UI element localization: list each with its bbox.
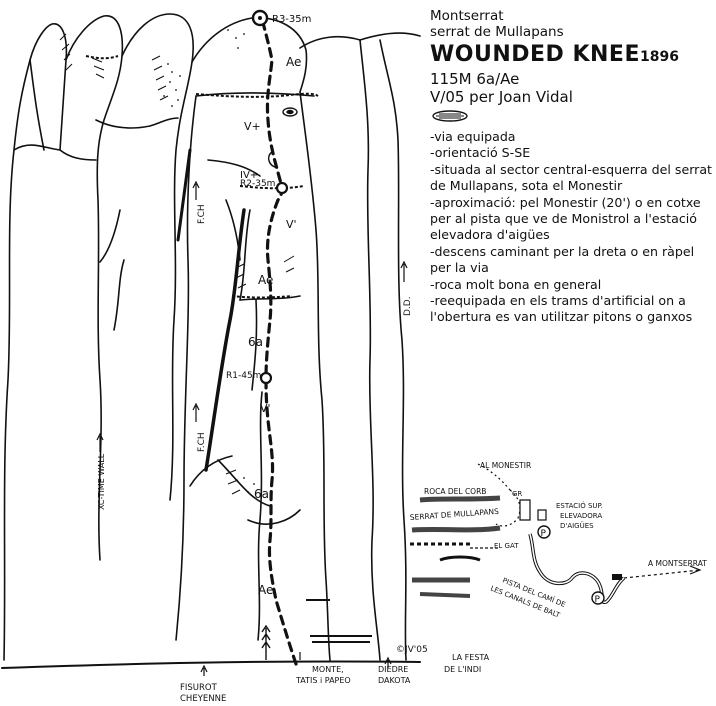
note-item: -roca molt bona en general [430,276,602,292]
bottom-label-festa: LA FESTA [452,653,490,662]
rock-outline-summit [191,17,308,93]
bottom-label-monte: MONTE, [312,665,344,674]
map-label-estacio-1: ESTACIÓ SUP. [556,501,603,510]
belay-r2-icon [275,181,289,195]
ground-line [1,660,421,669]
map-label-roca-del-corb: ROCA DEL CORB [424,487,486,496]
pitch-grade: V+ [244,120,261,133]
note-item: -reequipada en els trams d'artificial on… [430,293,693,325]
map-label-el-gat: EL GAT [494,542,519,550]
building-icon [537,509,622,580]
route-year: 1896 [639,49,679,65]
map-label-a-montserrat: A MONTSERRAT [648,559,707,568]
ledge-r2 [239,185,305,190]
belay-r2-label: R2-35m [240,179,275,189]
belay-r3-icon [251,9,269,27]
belay-r1-icon [259,371,273,385]
note-item: -orientació S-SE [430,145,531,161]
svg-text:P: P [541,529,547,539]
bottom-label-indi: DE L'INDI [444,665,481,674]
map-label-estacio-2: ELEVADORA [560,512,602,520]
bottom-label-fisurot: FISUROT [180,683,218,693]
route-name: WOUNDED KNEE [430,42,640,67]
pitch-grade: Ae [258,583,273,597]
route-title: WOUNDED KNEE1896 [430,42,714,70]
route-grade: 115M 6a/Ae [430,70,520,88]
map-label-serrat-mullapans: SERRAT DE MULLAPANS [410,507,500,522]
route-label-xc-wall: XC-TIME WALL [97,453,106,510]
belay-r3-label: R3-35m [272,14,311,25]
pitch-grade: Ae [258,273,273,287]
route-line [260,16,298,666]
location-sector: serrat de Mullapans [430,24,564,40]
fissure-cheyenne [204,208,246,472]
pitch-grade: Ae [286,55,301,69]
pitch-grade: 6a [248,335,263,349]
map-label-gr: GR [512,490,522,498]
map-label-al-monestir: AL MONESTIR [480,461,531,470]
rock-outline-left-pillar [3,23,68,661]
pitch-grade: IV+ [240,170,258,181]
svg-text:P: P [595,595,601,605]
note-item: -via equipada [430,129,516,144]
bottom-label-dakota: DAKOTA [378,676,411,685]
bottom-label-tatis: TATIS i PAPEO [295,676,351,685]
parking-icon: P [591,591,605,605]
pitch-grade: V' [260,402,271,415]
route-obligatory-grade: V/05 per Joan Vidal [430,88,573,106]
note-item: -aproximació: pel Monestir (20') o en co… [430,194,701,243]
parking-icon: P [537,525,551,539]
map-label-estacio-3: D'AIGÜES [560,521,594,530]
rock-outline-second-pillar [65,15,124,561]
route-notes: -via equipada -orientació S-SE -situada … [430,129,714,326]
note-item: -descens caminant per la dreta o en ràpe… [430,243,695,276]
route-label-fch-upper: F.CH [197,204,207,224]
pitch-grade: V' [286,218,297,231]
route-label-fch-lower: F.CH [197,432,207,452]
bottom-label-cheyenne: CHEYENNE [180,694,226,704]
approach-map [410,463,702,605]
scribble-mark-icon [432,110,468,122]
rock-outline-third-pillar [121,13,194,501]
bottom-label-diedre: DIEDRE [378,665,408,674]
route-label-dd: D.D. [403,296,413,316]
note-item: -situada al sector central-esquerra del … [430,161,712,194]
pitch-grade: 6a [254,487,269,501]
location-area: Montserrat [430,8,504,24]
copyright-label: ©JV'05 [396,645,428,655]
ledge-r3 [195,92,319,98]
route-info-block: Montserrat serrat de Mullapans WOUNDED K… [430,8,714,326]
belay-r1-label: R1-45m [226,371,261,381]
